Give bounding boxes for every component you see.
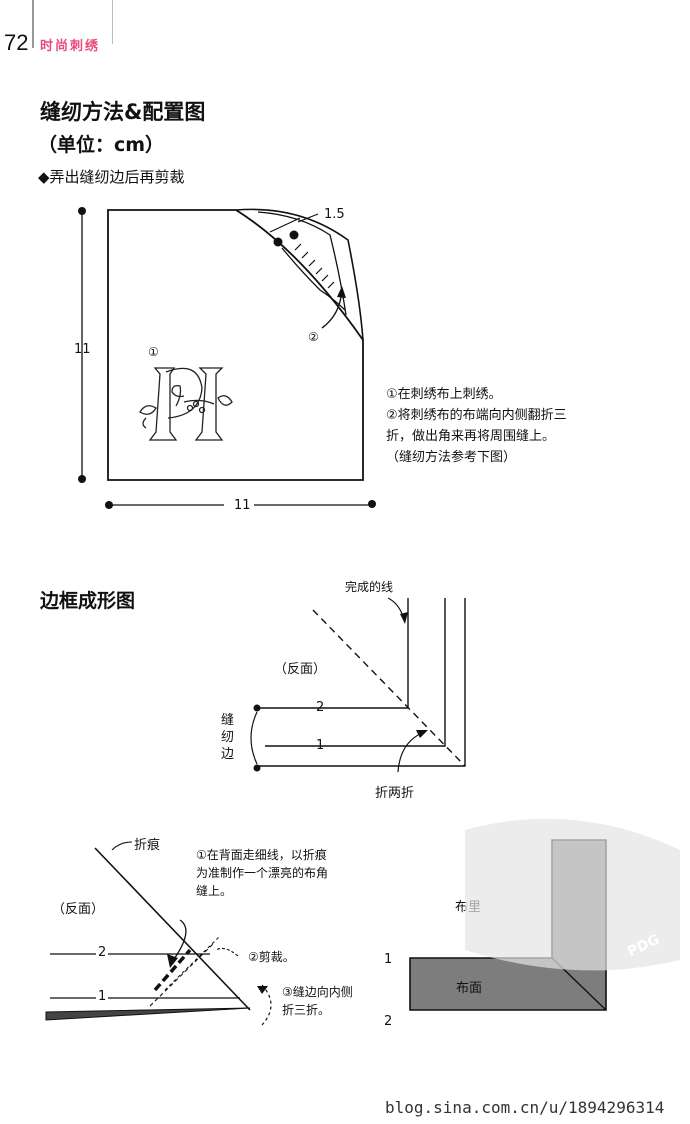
- marker-step-1: ①: [148, 345, 159, 359]
- sewing-steps: ①在刺绣布上刺绣。 ②将刺绣布的布端向内侧翻折三 折，做出角来再将周围缝上。 （…: [386, 384, 636, 468]
- step-line: ②将刺绣布的布端向内侧翻折三: [386, 408, 567, 423]
- watermark-seal: PDG: [455, 810, 685, 980]
- cutting-note: ◆弄出缝纫边后再剪裁: [38, 168, 185, 186]
- page-number: 72: [4, 30, 29, 55]
- marker-step-2: ②: [308, 330, 319, 344]
- seam-allowance-char: 边: [221, 747, 235, 762]
- dimension-height: 11: [74, 342, 91, 357]
- header-divider-end: [112, 0, 113, 44]
- seam-allowance-char: 纫: [221, 730, 235, 745]
- fold-step-1-line: ①在背面走细线，以折痕: [196, 848, 327, 862]
- section-title-frame: 边框成形图: [40, 590, 136, 612]
- seam-allowance-char: 缝: [221, 713, 235, 728]
- fold-step-2: ②剪裁。: [248, 950, 295, 964]
- embroidery-motif: [139, 367, 233, 441]
- section-title-sewing: 缝纫方法&配置图: [40, 100, 206, 124]
- finish-line-label: 完成的线: [345, 580, 394, 594]
- step-line: ①在刺绣布上刺绣。: [386, 387, 502, 402]
- fold-step-1-line: 为准制作一个漂亮的布角: [196, 866, 329, 880]
- bottom-line-1-label: 1: [96, 989, 109, 1004]
- fold-twice-label: 折两折: [375, 786, 415, 801]
- dimension-width: 11: [231, 498, 254, 513]
- crease-label: 折痕: [134, 838, 161, 853]
- right-line-1-label: 1: [384, 952, 393, 967]
- line-1-label: 1: [316, 738, 325, 753]
- fold-step-3: ③缝边向内侧 折三折。: [282, 983, 353, 1019]
- header-divider: [32, 0, 34, 48]
- unit-label: （单位：cm）: [38, 134, 165, 156]
- face-label: 布面: [456, 981, 483, 996]
- reverse-side-label-2: （反面）: [52, 902, 105, 917]
- fold-step-3-line: 折三折。: [282, 1003, 331, 1017]
- right-line-2-label: 2: [384, 1014, 393, 1029]
- reverse-side-label: （反面）: [274, 662, 327, 677]
- fold-step-1: ①在背面走细线，以折痕 为准制作一个漂亮的布角 缝上。: [196, 846, 328, 900]
- source-footer: blog.sina.com.cn/u/1894296314: [385, 1098, 665, 1117]
- seam-allowance-label: 缝 纫 边: [221, 712, 235, 763]
- fold-step-3-line: ③缝边向内侧: [282, 985, 353, 999]
- step-line: （缝纫方法参考下图）: [386, 450, 517, 465]
- dimension-corner: 1.5: [324, 207, 345, 222]
- step-line: 折，做出角来再将周围缝上。: [386, 429, 556, 444]
- book-title: 时尚刺绣: [40, 39, 101, 54]
- line-2-label: 2: [316, 700, 325, 715]
- bottom-line-2-label: 2: [96, 945, 109, 960]
- watermark-seal-icon: [465, 818, 680, 971]
- fold-step-1-line: 缝上。: [196, 884, 233, 898]
